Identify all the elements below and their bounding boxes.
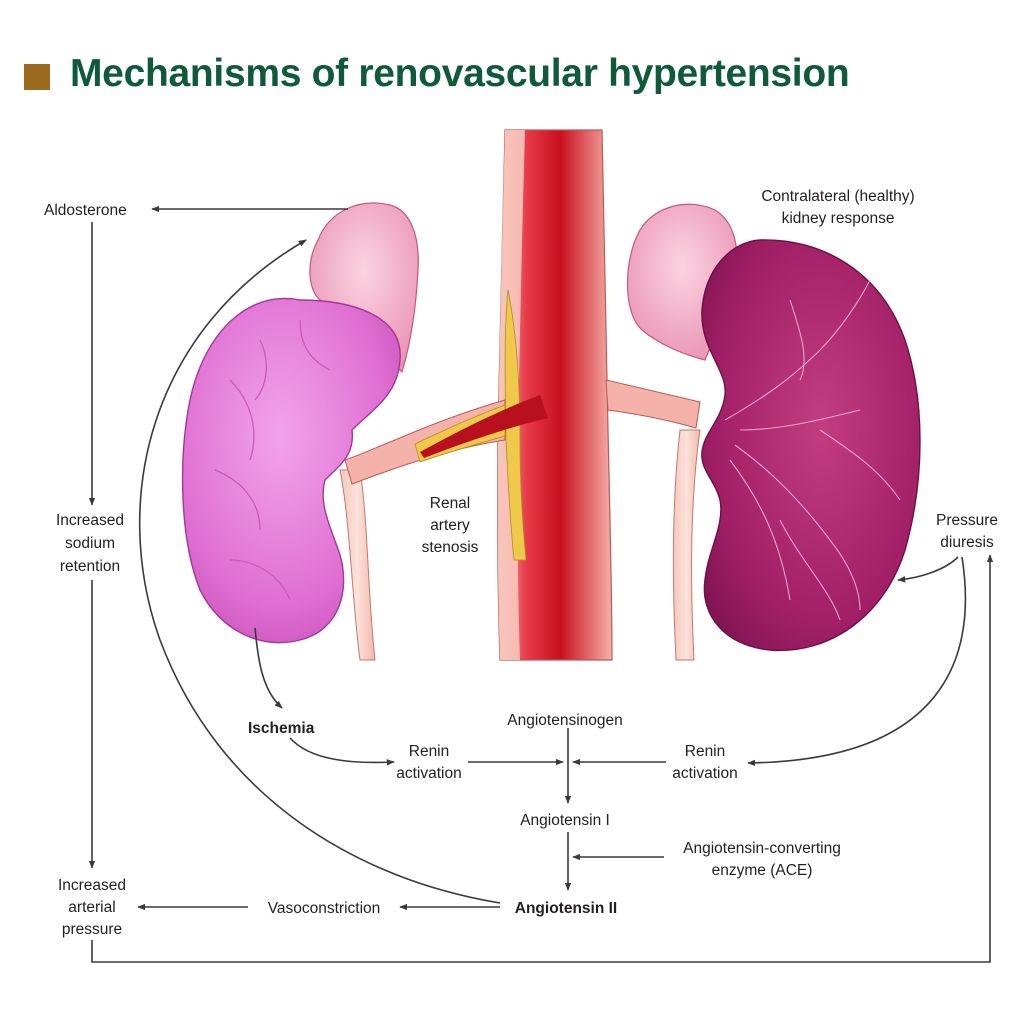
label-ace-line1: Angiotensin-converting bbox=[683, 840, 841, 857]
left-renal-lumen bbox=[420, 395, 548, 458]
arrow-diuresis-to-renin-right bbox=[747, 556, 967, 767]
label-renin-right-line2: activation bbox=[672, 765, 737, 782]
label-aldosterone: Aldosterone bbox=[44, 202, 127, 219]
label-contralateral-line1: Contralateral (healthy) bbox=[761, 188, 914, 205]
label-ace-line2: enzyme (ACE) bbox=[712, 862, 813, 879]
label-vasoconstriction: Vasoconstriction bbox=[268, 900, 381, 917]
arrow-arterial-to-pressure-diuresis bbox=[91, 554, 994, 963]
right-vessel bbox=[672, 429, 701, 661]
anatomy-illustration bbox=[181, 129, 921, 661]
flow-arrows bbox=[88, 205, 994, 963]
arrow-diuresis-to-kidney bbox=[897, 556, 959, 583]
label-arterial-line3: pressure bbox=[62, 921, 122, 938]
right-renal-artery bbox=[605, 379, 701, 429]
arrow-ischemia-to-renin bbox=[289, 737, 395, 766]
label-sodium-line2: sodium bbox=[65, 535, 115, 552]
title-bullet bbox=[24, 64, 50, 90]
label-stenosis-line1: Renal bbox=[430, 495, 471, 512]
label-pressure-diuresis-line2: diuresis bbox=[940, 534, 994, 551]
label-ischemia: Ischemia bbox=[248, 720, 315, 737]
label-renin-right-line1: Renin bbox=[685, 743, 726, 760]
healthy-kidney bbox=[701, 239, 921, 652]
left-ureter bbox=[339, 469, 376, 661]
label-angiotensin-2: Angiotensin II bbox=[515, 900, 617, 917]
page-title: Mechanisms of renovascular hypertension bbox=[70, 52, 850, 95]
arrow-angiotensin2-to-adrenal bbox=[138, 239, 501, 904]
stenotic-kidney bbox=[181, 297, 401, 644]
label-renin-left-line2: activation bbox=[396, 765, 461, 782]
label-pressure-diuresis-line1: Pressure bbox=[936, 512, 998, 529]
label-angiotensinogen: Angiotensinogen bbox=[507, 712, 623, 729]
label-sodium-line3: retention bbox=[60, 558, 120, 575]
label-angiotensin-1: Angiotensin I bbox=[520, 812, 610, 829]
healthy-kidney-vessels bbox=[724, 279, 901, 621]
label-stenosis-line3: stenosis bbox=[422, 539, 479, 556]
label-arterial-line1: Increased bbox=[58, 877, 126, 894]
label-arterial-line2: arterial bbox=[68, 899, 115, 916]
label-contralateral-line2: kidney response bbox=[782, 210, 895, 227]
label-sodium-line1: Increased bbox=[56, 512, 124, 529]
label-renin-left-line1: Renin bbox=[409, 743, 450, 760]
diagram-labels: Aldosterone Contralateral (healthy) kidn… bbox=[44, 188, 998, 938]
stenotic-kidney-lobe-lines bbox=[214, 319, 331, 601]
label-stenosis-line2: artery bbox=[430, 517, 470, 534]
arrow-kidney-to-ischemia bbox=[254, 627, 283, 709]
